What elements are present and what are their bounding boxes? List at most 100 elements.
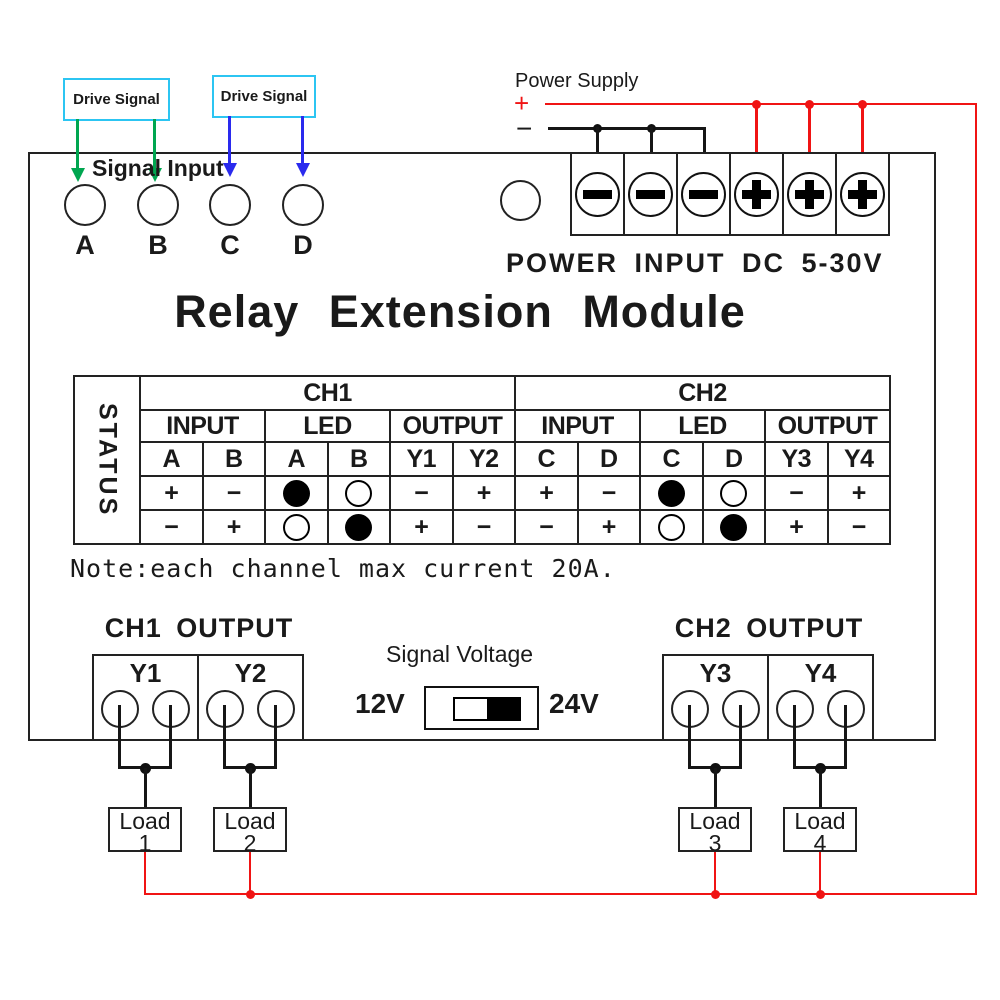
drive-signal-box-2: Drive Signal [212, 75, 316, 118]
wire-y3-right [739, 705, 742, 768]
polarity-cell: + [201, 509, 266, 545]
screw-plus-icon [787, 171, 832, 217]
led-on-icon [720, 514, 748, 542]
wire-load3-drop [714, 768, 717, 808]
drive-arrow-c-head-icon [223, 163, 237, 177]
led-on-icon [345, 514, 373, 542]
terminal-block-y4: Y4 [767, 654, 874, 741]
terminal-letter-d: D [293, 230, 313, 260]
wire-y4-right [844, 705, 847, 768]
load-number: 2 [243, 830, 257, 856]
polarity-cell: − [451, 509, 516, 545]
switch-fill [487, 699, 519, 719]
column-header-cell: C [639, 441, 704, 477]
polarity-cell: − [389, 475, 454, 511]
load-box-1: Load 1 [108, 807, 182, 856]
column-header-cell: A [139, 441, 204, 477]
screw-plus-icon [840, 171, 885, 217]
terminal-block-y1: Y1 [92, 654, 199, 741]
power-terminal-strip [570, 152, 890, 236]
terminal-block-y3: Y3 [662, 654, 769, 741]
junction-dot [246, 890, 255, 899]
group-header-cell: LED [639, 409, 766, 443]
wire-y1-left [118, 705, 121, 768]
terminal-name-y3: Y3 [699, 658, 732, 688]
wire-power-plus-top [545, 103, 977, 105]
led-on-icon [282, 480, 310, 508]
load-number: 1 [138, 830, 152, 856]
column-header-cell: B [326, 441, 391, 477]
power-terminal-minus [676, 152, 731, 236]
wire-minus-terminal-1 [596, 127, 599, 160]
led-on-icon [657, 480, 685, 508]
wire-y1-right [169, 705, 172, 768]
load-box-4: Load 4 [783, 807, 857, 856]
wire-y4-left [793, 705, 796, 768]
ch2-output-block: Y3 Y4 [662, 654, 874, 741]
led-off-icon [657, 514, 685, 542]
polarity-cell: + [451, 475, 516, 511]
junction-dot [711, 890, 720, 899]
terminal-name-y2: Y2 [234, 658, 267, 688]
wire-plus-terminal-2 [808, 103, 811, 159]
column-header-cell: C [514, 441, 579, 477]
wire-load1-riser [144, 852, 146, 894]
polarity-cell: + [576, 509, 641, 545]
led-state-cell [264, 475, 329, 511]
signal-input-terminal-b [137, 184, 179, 226]
led-off-icon [282, 514, 310, 542]
plus-symbol: + [514, 88, 530, 118]
wire-power-plus-right-riser [975, 103, 977, 895]
wire-minus-terminal-2 [650, 127, 653, 160]
wire-load2-drop [249, 768, 252, 808]
module-title: Relay Extension Module [174, 286, 746, 337]
column-header-cell: Y4 [826, 441, 891, 477]
group-header-cell: INPUT [514, 409, 641, 443]
signal-input-label: Signal Input [92, 155, 224, 181]
polarity-cell: + [764, 509, 829, 545]
drive-signal-label-1: Drive Signal [73, 91, 160, 108]
load-box-2: Load 2 [213, 807, 287, 856]
voltage-option-12v: 12V [355, 688, 405, 719]
screw-minus-icon [575, 171, 620, 217]
led-state-cell [326, 509, 391, 545]
load-name: Load [224, 808, 276, 834]
switch-knob [455, 699, 487, 719]
signal-input-terminal-a [64, 184, 106, 226]
terminal-letter-c: C [220, 230, 240, 260]
column-header-cell: D [701, 441, 766, 477]
ch1-output-block: Y1 Y2 [92, 654, 304, 741]
channel-header-cell: CH2 [514, 375, 891, 411]
screw-minus-icon [681, 171, 726, 217]
load-number: 3 [708, 830, 722, 856]
group-header-cell: OUTPUT [389, 409, 516, 443]
polarity-cell: − [826, 509, 891, 545]
load-name: Load [794, 808, 846, 834]
power-terminal-plus [729, 152, 784, 236]
channel-header-cell: CH1 [139, 375, 516, 411]
wire-plus-terminal-3 [861, 103, 864, 159]
wire-load4-riser [819, 852, 821, 894]
load-number: 4 [813, 830, 827, 856]
signal-voltage-label: Signal Voltage [386, 641, 534, 667]
polarity-cell: + [514, 475, 579, 511]
led-state-cell [701, 475, 766, 511]
wire-plus-terminal-1 [755, 103, 758, 159]
terminal-letter-b: B [148, 230, 168, 260]
led-state-cell [264, 509, 329, 545]
voltage-switch [424, 686, 539, 730]
polarity-cell: + [139, 475, 204, 511]
wire-y2-left [223, 705, 226, 768]
group-header-cell: OUTPUT [764, 409, 891, 443]
load-box-3: Load 3 [678, 807, 752, 856]
terminal-block-y2: Y2 [197, 654, 304, 741]
signal-input-terminal-c [209, 184, 251, 226]
column-header-cell: D [576, 441, 641, 477]
drive-arrow-c [228, 116, 231, 164]
terminal-name-y1: Y1 [129, 658, 162, 688]
led-state-cell [639, 475, 704, 511]
ch2-output-label: CH2 OUTPUT [674, 613, 864, 643]
status-corner-cell: STATUS [73, 375, 141, 545]
led-state-cell [701, 509, 766, 545]
